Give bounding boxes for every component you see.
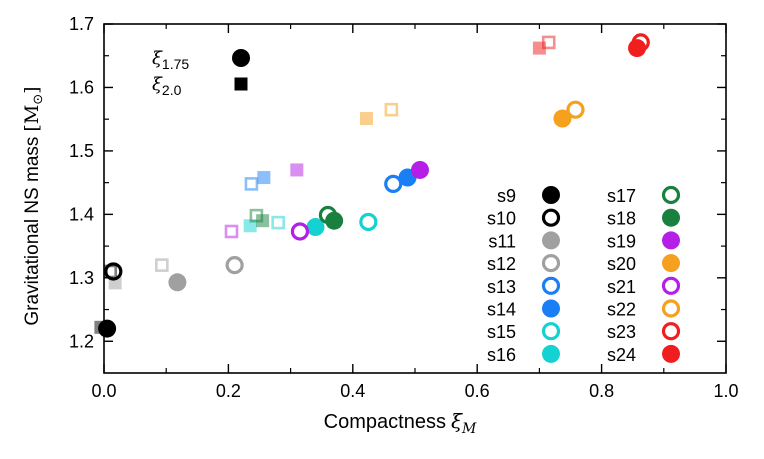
y-tick-label: 1.5 bbox=[69, 141, 94, 161]
x-tick-label: 1.0 bbox=[713, 381, 738, 401]
legend-marker-s9 bbox=[542, 186, 560, 204]
marker-s22-xi175 bbox=[566, 100, 585, 119]
marker-s20-xi175 bbox=[553, 109, 572, 128]
legend-label-s11: s11 bbox=[488, 231, 516, 251]
marker-s10-xi175 bbox=[104, 262, 123, 281]
axis-layer: 0.0 0.2 0.4 0.6 0.8 1.0 1.2 1.3 1.4 1.5 1.6 1.7 bbox=[69, 14, 739, 401]
marker-s11-xi175 bbox=[168, 273, 187, 292]
legend-marker-s20 bbox=[662, 254, 680, 273]
legend-label-s23: s23 bbox=[607, 322, 636, 342]
legend-label-s9: s9 bbox=[497, 186, 516, 206]
legend-label-s15: s15 bbox=[487, 322, 516, 342]
marker-s24-xi175 bbox=[628, 39, 647, 58]
legend-label-s17: s17 bbox=[607, 186, 636, 206]
legend-label-s16: s16 bbox=[487, 345, 516, 365]
y-tick-label: 1.6 bbox=[69, 77, 94, 97]
legend-label-s14: s14 bbox=[487, 300, 516, 320]
marker-s16-xi20 bbox=[243, 219, 257, 233]
y-tick-label: 1.7 bbox=[69, 14, 94, 34]
marker-s24-xi20 bbox=[532, 41, 546, 55]
plot-layer bbox=[94, 33, 650, 338]
marker-s19-xi20 bbox=[290, 163, 304, 177]
legend-label-s20: s20 bbox=[607, 254, 636, 274]
legend-marker-s21 bbox=[661, 276, 681, 295]
legend-marker-s19 bbox=[662, 231, 680, 250]
y-tick-label: 1.2 bbox=[69, 331, 94, 351]
marker-s12-xi20 bbox=[155, 258, 169, 272]
marker-s21-xi175 bbox=[290, 222, 310, 241]
legend-label-s18: s18 bbox=[607, 209, 636, 229]
legend-label-s19: s19 bbox=[607, 231, 636, 251]
legend-label-s13: s13 bbox=[487, 277, 516, 297]
legend-marker-s24 bbox=[662, 344, 680, 363]
legend-marker-s17 bbox=[661, 185, 681, 205]
marker-s13-xi175 bbox=[384, 174, 403, 194]
marker-s22-xi20 bbox=[384, 102, 399, 117]
x-tick-label: 0.2 bbox=[216, 381, 241, 401]
marker-legend-circle-icon bbox=[232, 49, 250, 67]
legend-label-s22: s22 bbox=[607, 300, 636, 320]
legend-marker-s10 bbox=[541, 208, 561, 227]
y-tick-label: 1.4 bbox=[69, 204, 94, 224]
legend-label-s10: s10 bbox=[487, 209, 516, 229]
marker-s15-xi175 bbox=[359, 212, 378, 232]
marker-legend-label: ξ1.75 bbox=[152, 48, 189, 72]
legend-marker-s23 bbox=[661, 322, 681, 341]
marker-s14-xi20 bbox=[257, 171, 271, 185]
y-axis-label: Gravitational NS mass[M⊙] bbox=[21, 86, 45, 325]
x-tick-label: 0.4 bbox=[340, 381, 365, 401]
marker-s16-xi175 bbox=[306, 218, 325, 237]
y-tick-label: 1.3 bbox=[69, 268, 94, 288]
legend-marker-s11 bbox=[542, 231, 560, 250]
marker-s12-xi175 bbox=[225, 256, 244, 275]
marker-s19-xi175 bbox=[410, 160, 429, 179]
legend-marker-s22 bbox=[661, 299, 681, 318]
legend-label-s24: s24 bbox=[607, 345, 636, 365]
legend-marker-s12 bbox=[541, 254, 561, 273]
legend-marker-s13 bbox=[541, 276, 561, 295]
legend-label-s12: s12 bbox=[487, 254, 516, 274]
x-tick-label: 0.0 bbox=[91, 381, 116, 401]
marker-s21-xi20 bbox=[224, 224, 239, 239]
marker-legend-label: ξ2.0 bbox=[152, 74, 182, 98]
marker-s15-xi20 bbox=[271, 215, 285, 230]
marker-legend-square-icon bbox=[234, 77, 248, 91]
legend-marker-s14 bbox=[542, 299, 560, 318]
marker-s13-xi20 bbox=[244, 177, 259, 191]
legend-marker-s16 bbox=[542, 344, 560, 363]
marker-s20-xi20 bbox=[359, 112, 373, 126]
x-tick-label: 0.8 bbox=[589, 381, 614, 401]
marker-s9-xi175 bbox=[98, 319, 117, 338]
x-tick-label: 0.6 bbox=[465, 381, 490, 401]
legend-marker-s18 bbox=[662, 208, 680, 227]
marker-s18-xi20 bbox=[256, 214, 270, 228]
marker-s18-xi175 bbox=[325, 211, 344, 230]
legend-label-s21: s21 bbox=[607, 277, 636, 297]
legend-marker-s15 bbox=[541, 322, 561, 341]
